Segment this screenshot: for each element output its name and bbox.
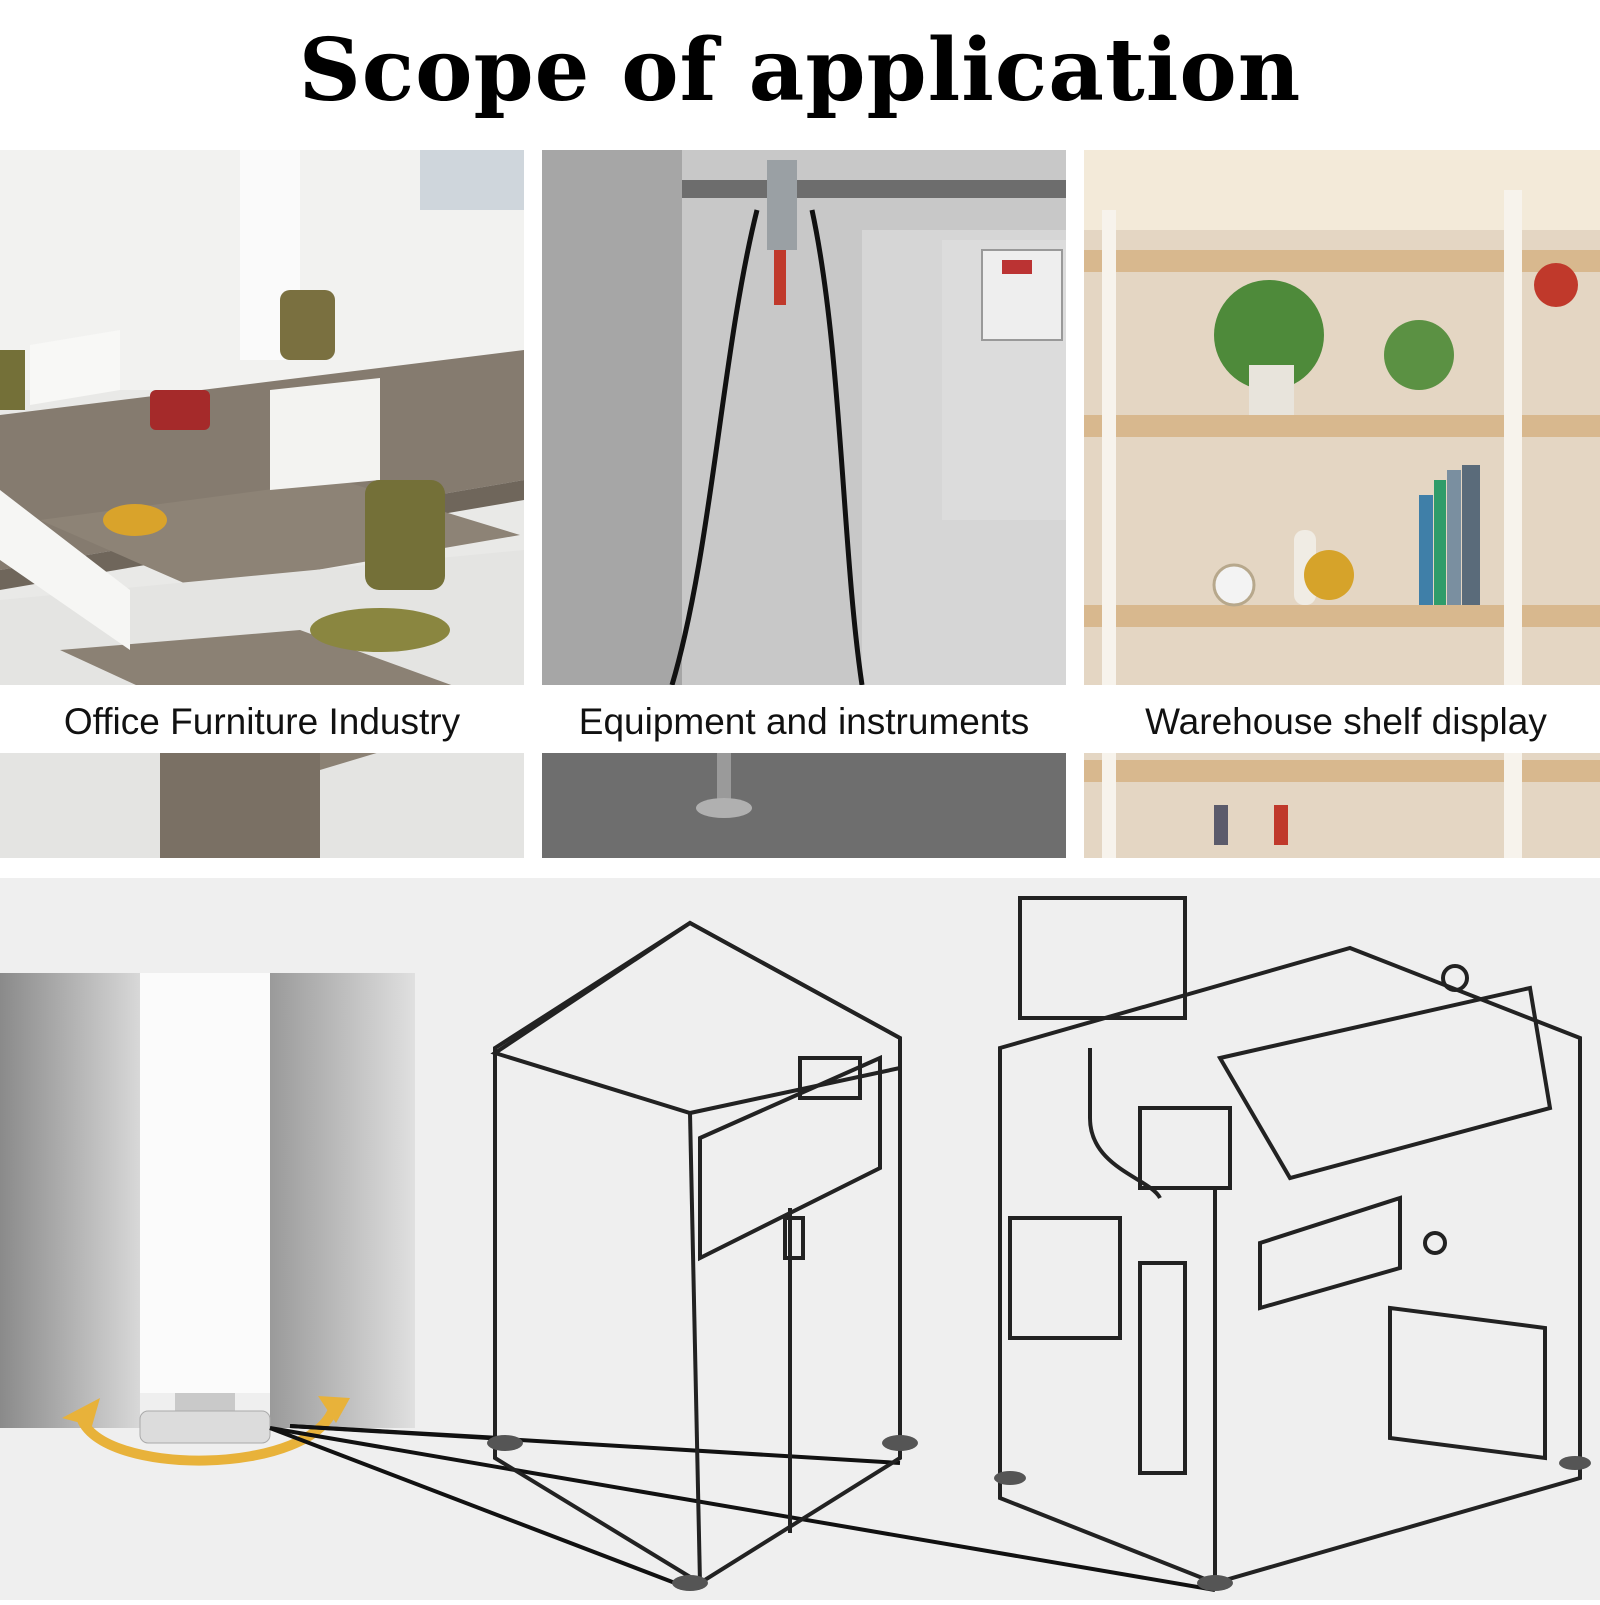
- leveling-foot-diagram: [0, 878, 1600, 1600]
- machines-illustration: [0, 878, 1600, 1600]
- office-furniture-photo: Office Furniture Industry: [0, 150, 524, 858]
- caption-equipment: Equipment and instruments: [578, 701, 1030, 742]
- page-title: Scope of application: [298, 20, 1302, 121]
- caption-band: [0, 685, 524, 753]
- caption-warehouse-shelf: Warehouse shelf display: [1145, 701, 1547, 742]
- equipment-photo: Equipment and instruments: [542, 150, 1066, 858]
- caption-band: [1084, 685, 1600, 753]
- caption-office-furniture: Office Furniture Industry: [63, 701, 461, 742]
- warehouse-shelf-photo: Warehouse shelf display: [1084, 150, 1600, 858]
- caption-band: [542, 685, 1066, 753]
